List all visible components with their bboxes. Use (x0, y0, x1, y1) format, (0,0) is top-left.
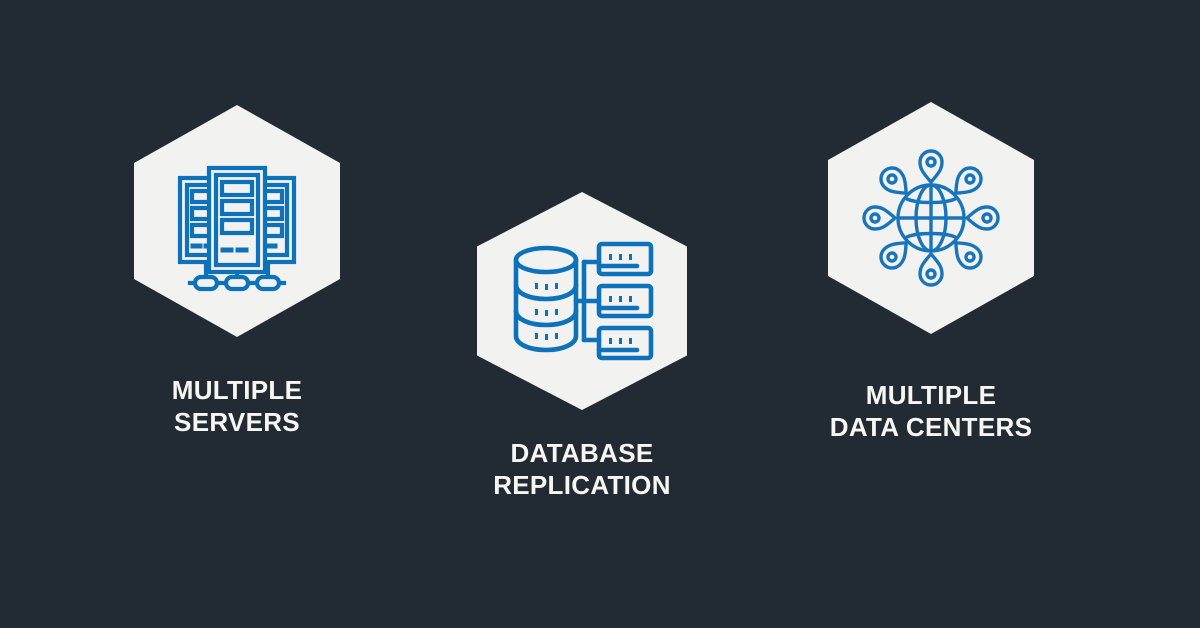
global-network-pins-icon (862, 149, 1000, 287)
server-rack-icon (177, 165, 297, 292)
map-pin-group (862, 149, 1000, 287)
feature-database-replication: DATABASE REPLICATION (432, 192, 732, 501)
feature-multiple-data-centers: MULTIPLE DATA CENTERS (781, 102, 1081, 443)
hexagon-badge-database (477, 192, 687, 410)
feature-caption-database-replication: DATABASE REPLICATION (493, 438, 671, 500)
hexagon-badge-servers (134, 105, 340, 337)
hexagon-badge-data-centers (828, 102, 1034, 334)
feature-caption-multiple-servers: MULTIPLE SERVERS (171, 375, 303, 437)
database-replication-icon (513, 241, 654, 361)
feature-multiple-servers: MULTIPLE SERVERS (87, 105, 387, 438)
feature-caption-multiple-data-centers: MULTIPLE DATA CENTERS (829, 380, 1033, 442)
